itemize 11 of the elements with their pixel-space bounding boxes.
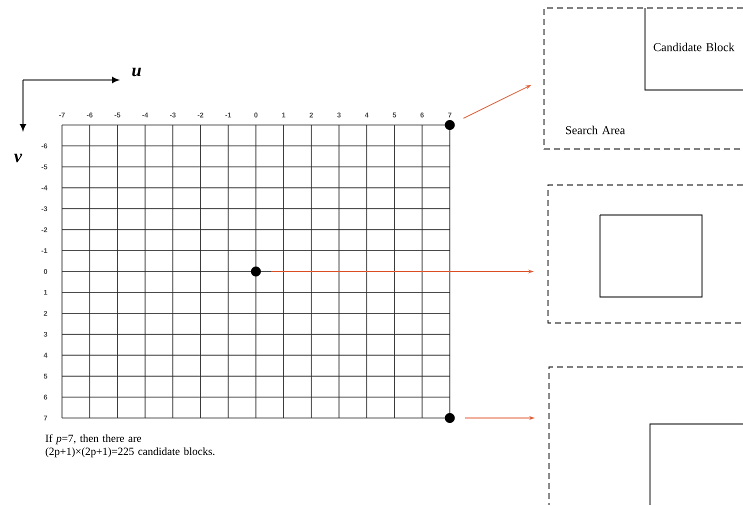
search-area-box	[548, 184, 743, 324]
candidate-block: Candidate Block	[644, 8, 743, 90]
dot	[250, 266, 261, 276]
axis-label: u	[132, 68, 141, 76]
axis-label: v	[14, 154, 22, 162]
dot	[444, 413, 455, 423]
candidate-block	[600, 214, 702, 298]
candidate-block	[650, 424, 743, 506]
search-area-box	[548, 366, 743, 506]
note-text: If p=7, then there are (2p+1)×(2p+1)=225 candidate blocks.	[46, 434, 214, 458]
dot	[444, 120, 455, 130]
